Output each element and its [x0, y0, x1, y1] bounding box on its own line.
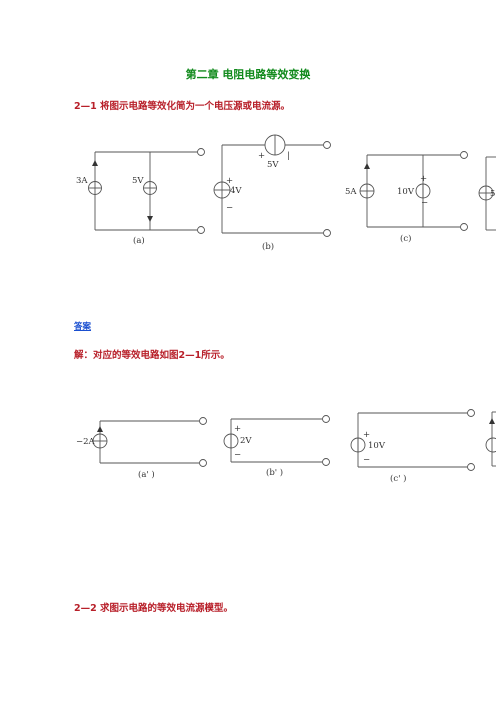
circuit-d-partial: 5	[478, 156, 496, 231]
chapter-title: 第二章 电阻电路等效变换	[185, 68, 311, 81]
solution-text: 解：对应的等效电路如图2—1所示。	[74, 350, 230, 361]
problem-2-2-text: 2—2 求图示电路的等效电流源模型。	[74, 603, 234, 614]
source-label: 5	[490, 189, 495, 199]
up-arrow-icon	[92, 160, 98, 166]
source-label: 10V	[397, 187, 415, 197]
terminal-icon	[322, 415, 330, 423]
circuit-c: 5A 10V + − (c)	[345, 151, 468, 244]
source-label: 2V	[240, 436, 252, 446]
polarity-plus: +	[363, 430, 370, 440]
current-source-d-prime-icon	[485, 437, 496, 453]
terminal-icon	[323, 141, 331, 149]
polarity-minus: −	[226, 203, 233, 213]
terminal-icon	[197, 226, 205, 234]
source-label: 5V	[132, 176, 144, 186]
source-label: 10V	[368, 441, 386, 451]
polarity-minus: −	[234, 450, 241, 460]
terminal-icon	[467, 463, 475, 471]
circuit-b: + | 5V + 4V − (b)	[213, 134, 331, 252]
figure-caption: (a)	[133, 235, 145, 246]
terminal-icon	[199, 417, 207, 425]
circuit-a-prime: −2A (a' )	[76, 417, 207, 480]
source-label: −2A	[76, 437, 96, 447]
terminal-icon	[460, 223, 468, 231]
figure-caption: (b)	[262, 241, 274, 252]
polarity-minus: −	[363, 455, 370, 465]
figure-caption: (c' )	[390, 473, 406, 484]
answer-link[interactable]: 答案	[74, 322, 92, 332]
source-label: 4V	[230, 186, 242, 196]
circuit-d-prime-partial	[485, 411, 496, 467]
polarity-plus: +	[226, 176, 233, 186]
polarity-plus: +	[258, 151, 265, 161]
terminal-icon	[322, 458, 330, 466]
terminal-icon	[467, 409, 475, 417]
up-arrow-icon	[97, 426, 103, 432]
terminal-icon	[323, 229, 331, 237]
source-label: 5A	[345, 187, 357, 197]
answer-circuit-figures: −2A (a' ) + 2V − (b' ) + 10V − (c' )	[76, 409, 496, 484]
problem-2-1-text: 2—1 将图示电路等效化简为一个电压源或电流源。	[74, 101, 291, 112]
source-label: 3A	[76, 176, 88, 186]
figure-caption: (c)	[400, 233, 411, 244]
up-arrow-icon	[489, 418, 495, 424]
circuit-b-prime: + 2V − (b' )	[223, 415, 330, 478]
polarity-minus: −	[421, 198, 428, 208]
polarity-plus: +	[234, 424, 241, 434]
source-label: 5V	[267, 160, 279, 170]
circuit-c-prime: + 10V − (c' )	[350, 409, 475, 484]
terminal-icon	[460, 151, 468, 159]
problem-circuit-figures: 3A 5V (a) + | 5V + 4V − (b) 5A 10	[76, 134, 496, 252]
terminal-icon	[197, 148, 205, 156]
up-arrow-icon	[364, 163, 370, 169]
polarity-plus: +	[420, 174, 427, 184]
figure-caption: (a' )	[138, 469, 155, 480]
down-arrow-icon	[147, 216, 153, 222]
figure-caption: (b' )	[266, 467, 283, 478]
circuit-a: 3A 5V (a)	[76, 148, 205, 246]
polarity-mark: |	[287, 151, 290, 161]
terminal-icon	[199, 459, 207, 467]
